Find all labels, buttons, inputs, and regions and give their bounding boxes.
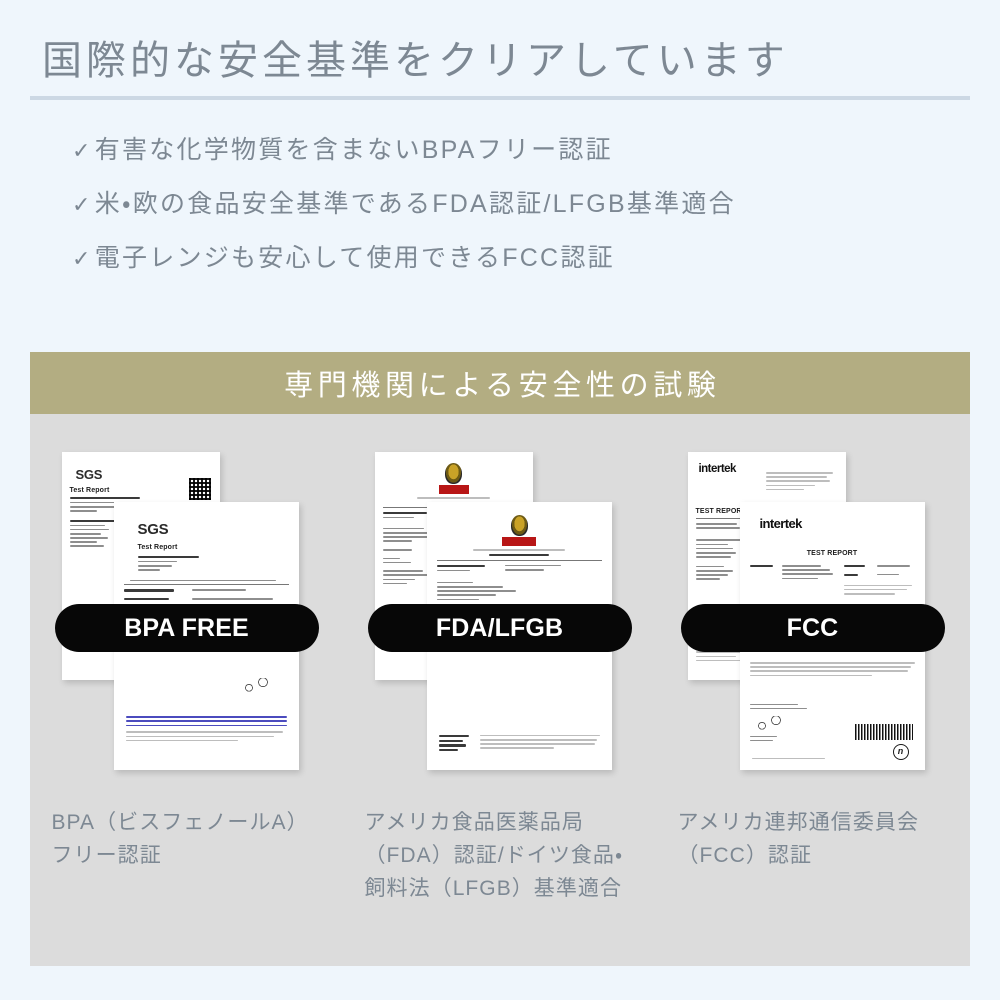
section-banner-label: 専門機関による安全性の試験 [284,370,721,402]
document-heading: TEST REPORT [695,508,747,515]
badge-label: FDA/LFGB [435,613,564,642]
document-stack: FDA/LFGB [367,452,632,782]
section-banner: 専門機関による安全性の試験 [30,352,970,414]
certification-bullet-list: ✓ 有害な化学物質を含まないBPAフリー認証 ✓ 米・欧の食品安全基準であるFD… [30,136,970,272]
document-heading: Test Report [137,544,178,551]
bullet-label: 米・欧の食品安全基準であるFDA認証/LFGB基準適合 [94,189,736,218]
sgs-logo: SGS [137,521,169,538]
crest-emblem-icon [445,463,462,484]
signature-icon [240,678,281,692]
page-title: 国際的な安全基準をクリアしています [42,39,789,83]
sgs-logo: SGS [75,467,103,482]
certificate-caption: BPA（ビスフェノールA）フリー認証 [51,811,309,868]
certificate-caption: アメリカ連邦通信委員会（FCC）認証 [677,811,919,868]
red-banner-icon [502,537,536,546]
certificate-card-bpa: SGS Test Report [30,452,343,906]
check-icon: ✓ [72,138,93,163]
status-badge: BPA FREE [54,604,319,652]
certificate-card-fda-lfgb: FDA/LFGB アメリカ食品医薬品局（FDA）認証/ドイツ食品・飼料法（LFG… [343,452,656,906]
list-item: ✓ 米・欧の食品安全基準であるFDA認証/LFGB基準適合 [72,190,970,219]
document-stack: SGS Test Report [54,452,319,782]
signature-icon [753,716,794,730]
status-badge: FDA/LFGB [367,604,632,652]
check-icon: ✓ [72,191,93,217]
barcode-icon [854,724,913,740]
list-item: ✓ 電子レンジも安心して使用できるFCC認証 [72,244,970,273]
badge-label: BPA FREE [124,613,249,642]
certificate-gallery: SGS Test Report [30,414,970,966]
page-header: 国際的な安全基準をクリアしています ✓ 有害な化学物質を含まないBPAフリー認証… [0,0,1000,272]
title-divider [30,96,970,100]
certificate-caption: アメリカ食品医薬品局（FDA）認証/ドイツ食品・飼料法（LFGB）基準適合 [364,811,624,901]
intertek-logo: intertek [698,463,737,475]
check-icon: ✓ [72,245,93,271]
bullet-label: 電子レンジも安心して使用できるFCC認証 [94,243,615,272]
badge-label: FCC [786,613,839,642]
bullet-label: 有害な化学物質を含まないBPAフリー認証 [94,136,613,164]
crest-emblem-icon [510,515,528,536]
ul-certification-mark-icon: n [892,744,909,760]
document-heading: Test Report [69,487,110,494]
document-subtitle [761,532,915,536]
red-banner-icon [438,485,469,494]
document-stack: intertek TEST REPORT [680,452,945,782]
safety-test-section: 専門機関による安全性の試験 SGS Test Report [30,352,970,966]
certificate-card-fcc: intertek TEST REPORT [656,452,969,906]
list-item: ✓ 有害な化学物質を含まないBPAフリー認証 [72,136,970,165]
document-heading: TEST REPORT [806,550,858,557]
status-badge: FCC [680,604,945,652]
intertek-logo: intertek [759,516,803,531]
qr-code-icon [188,478,211,500]
